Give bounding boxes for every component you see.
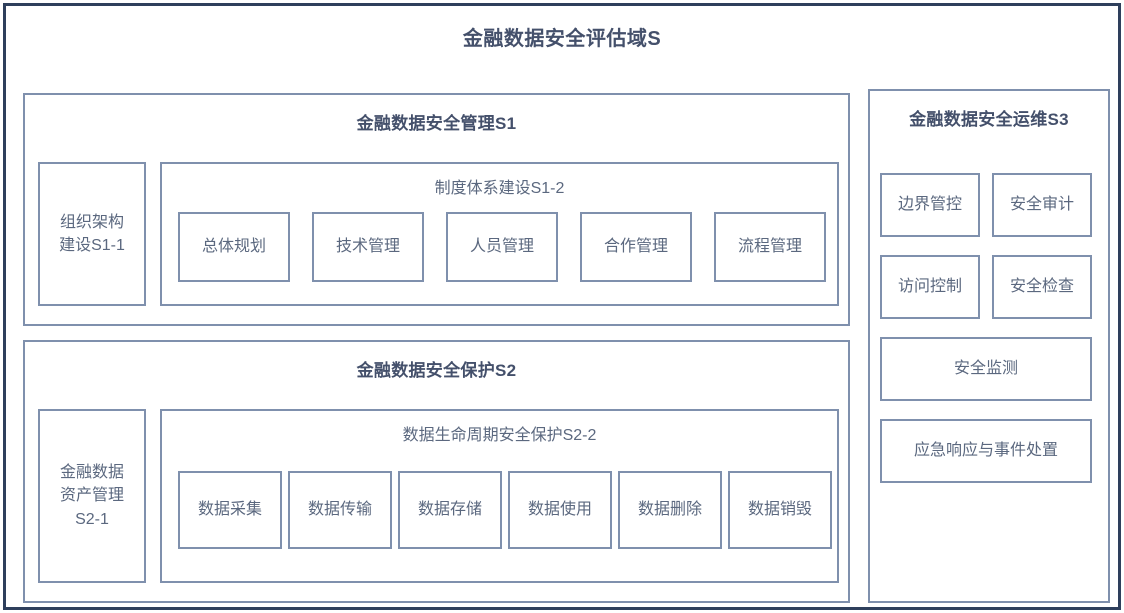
subpanel-s1-2: 制度体系建设S1-2 总体规划 技术管理 人员管理 合作管理 流程管理: [160, 162, 839, 306]
subpanel-s2-2: 数据生命周期安全保护S2-2 数据采集 数据传输 数据存储 数据使用 数据删除 …: [160, 409, 839, 583]
box-s1-2-item-4[interactable]: 流程管理: [714, 212, 826, 282]
box-s2-2-item-0[interactable]: 数据采集: [178, 471, 282, 549]
outer-frame: 金融数据安全评估域S 金融数据安全管理S1 组织架构 建设S1-1 制度体系建设…: [3, 3, 1121, 610]
box-s2-2-item-5[interactable]: 数据销毁: [728, 471, 832, 549]
box-s1-2-item-3[interactable]: 合作管理: [580, 212, 692, 282]
subpanel-s1-2-title: 制度体系建设S1-2: [434, 180, 565, 197]
box-s1-2-item-1[interactable]: 技术管理: [312, 212, 424, 282]
panel-s1: 金融数据安全管理S1 组织架构 建设S1-1 制度体系建设S1-2 总体规划 技…: [23, 93, 850, 326]
box-s2-2-item-4[interactable]: 数据删除: [618, 471, 722, 549]
subpanel-s2-2-title: 数据生命周期安全保护S2-2: [402, 427, 597, 444]
box-s3-item-3[interactable]: 安全检查: [992, 255, 1092, 319]
box-s3-item-4[interactable]: 安全监测: [880, 337, 1092, 401]
page-title: 金融数据安全评估域S: [462, 28, 662, 50]
box-s3-item-2[interactable]: 访问控制: [880, 255, 980, 319]
box-s1-2-item-2[interactable]: 人员管理: [446, 212, 558, 282]
panel-s3-title: 金融数据安全运维S3: [909, 110, 1069, 129]
box-organization-structure-s1-1[interactable]: 组织架构 建设S1-1: [38, 162, 146, 306]
box-s2-2-item-3[interactable]: 数据使用: [508, 471, 612, 549]
panel-s3: 金融数据安全运维S3 边界管控 安全审计 访问控制 安全检查 安全监测 应急响应…: [868, 89, 1110, 603]
box-s2-2-item-1[interactable]: 数据传输: [288, 471, 392, 549]
box-s3-item-1[interactable]: 安全审计: [992, 173, 1092, 237]
panel-s2: 金融数据安全保护S2 金融数据 资产管理 S2-1 数据生命周期安全保护S2-2…: [23, 340, 850, 603]
box-s2-2-item-2[interactable]: 数据存储: [398, 471, 502, 549]
panel-s1-title: 金融数据安全管理S1: [356, 114, 517, 133]
box-s3-item-5[interactable]: 应急响应与事件处置: [880, 419, 1092, 483]
box-financial-data-asset-management-s2-1[interactable]: 金融数据 资产管理 S2-1: [38, 409, 146, 583]
box-s1-2-item-0[interactable]: 总体规划: [178, 212, 290, 282]
panel-s2-title: 金融数据安全保护S2: [356, 361, 517, 380]
box-s3-item-0[interactable]: 边界管控: [880, 173, 980, 237]
